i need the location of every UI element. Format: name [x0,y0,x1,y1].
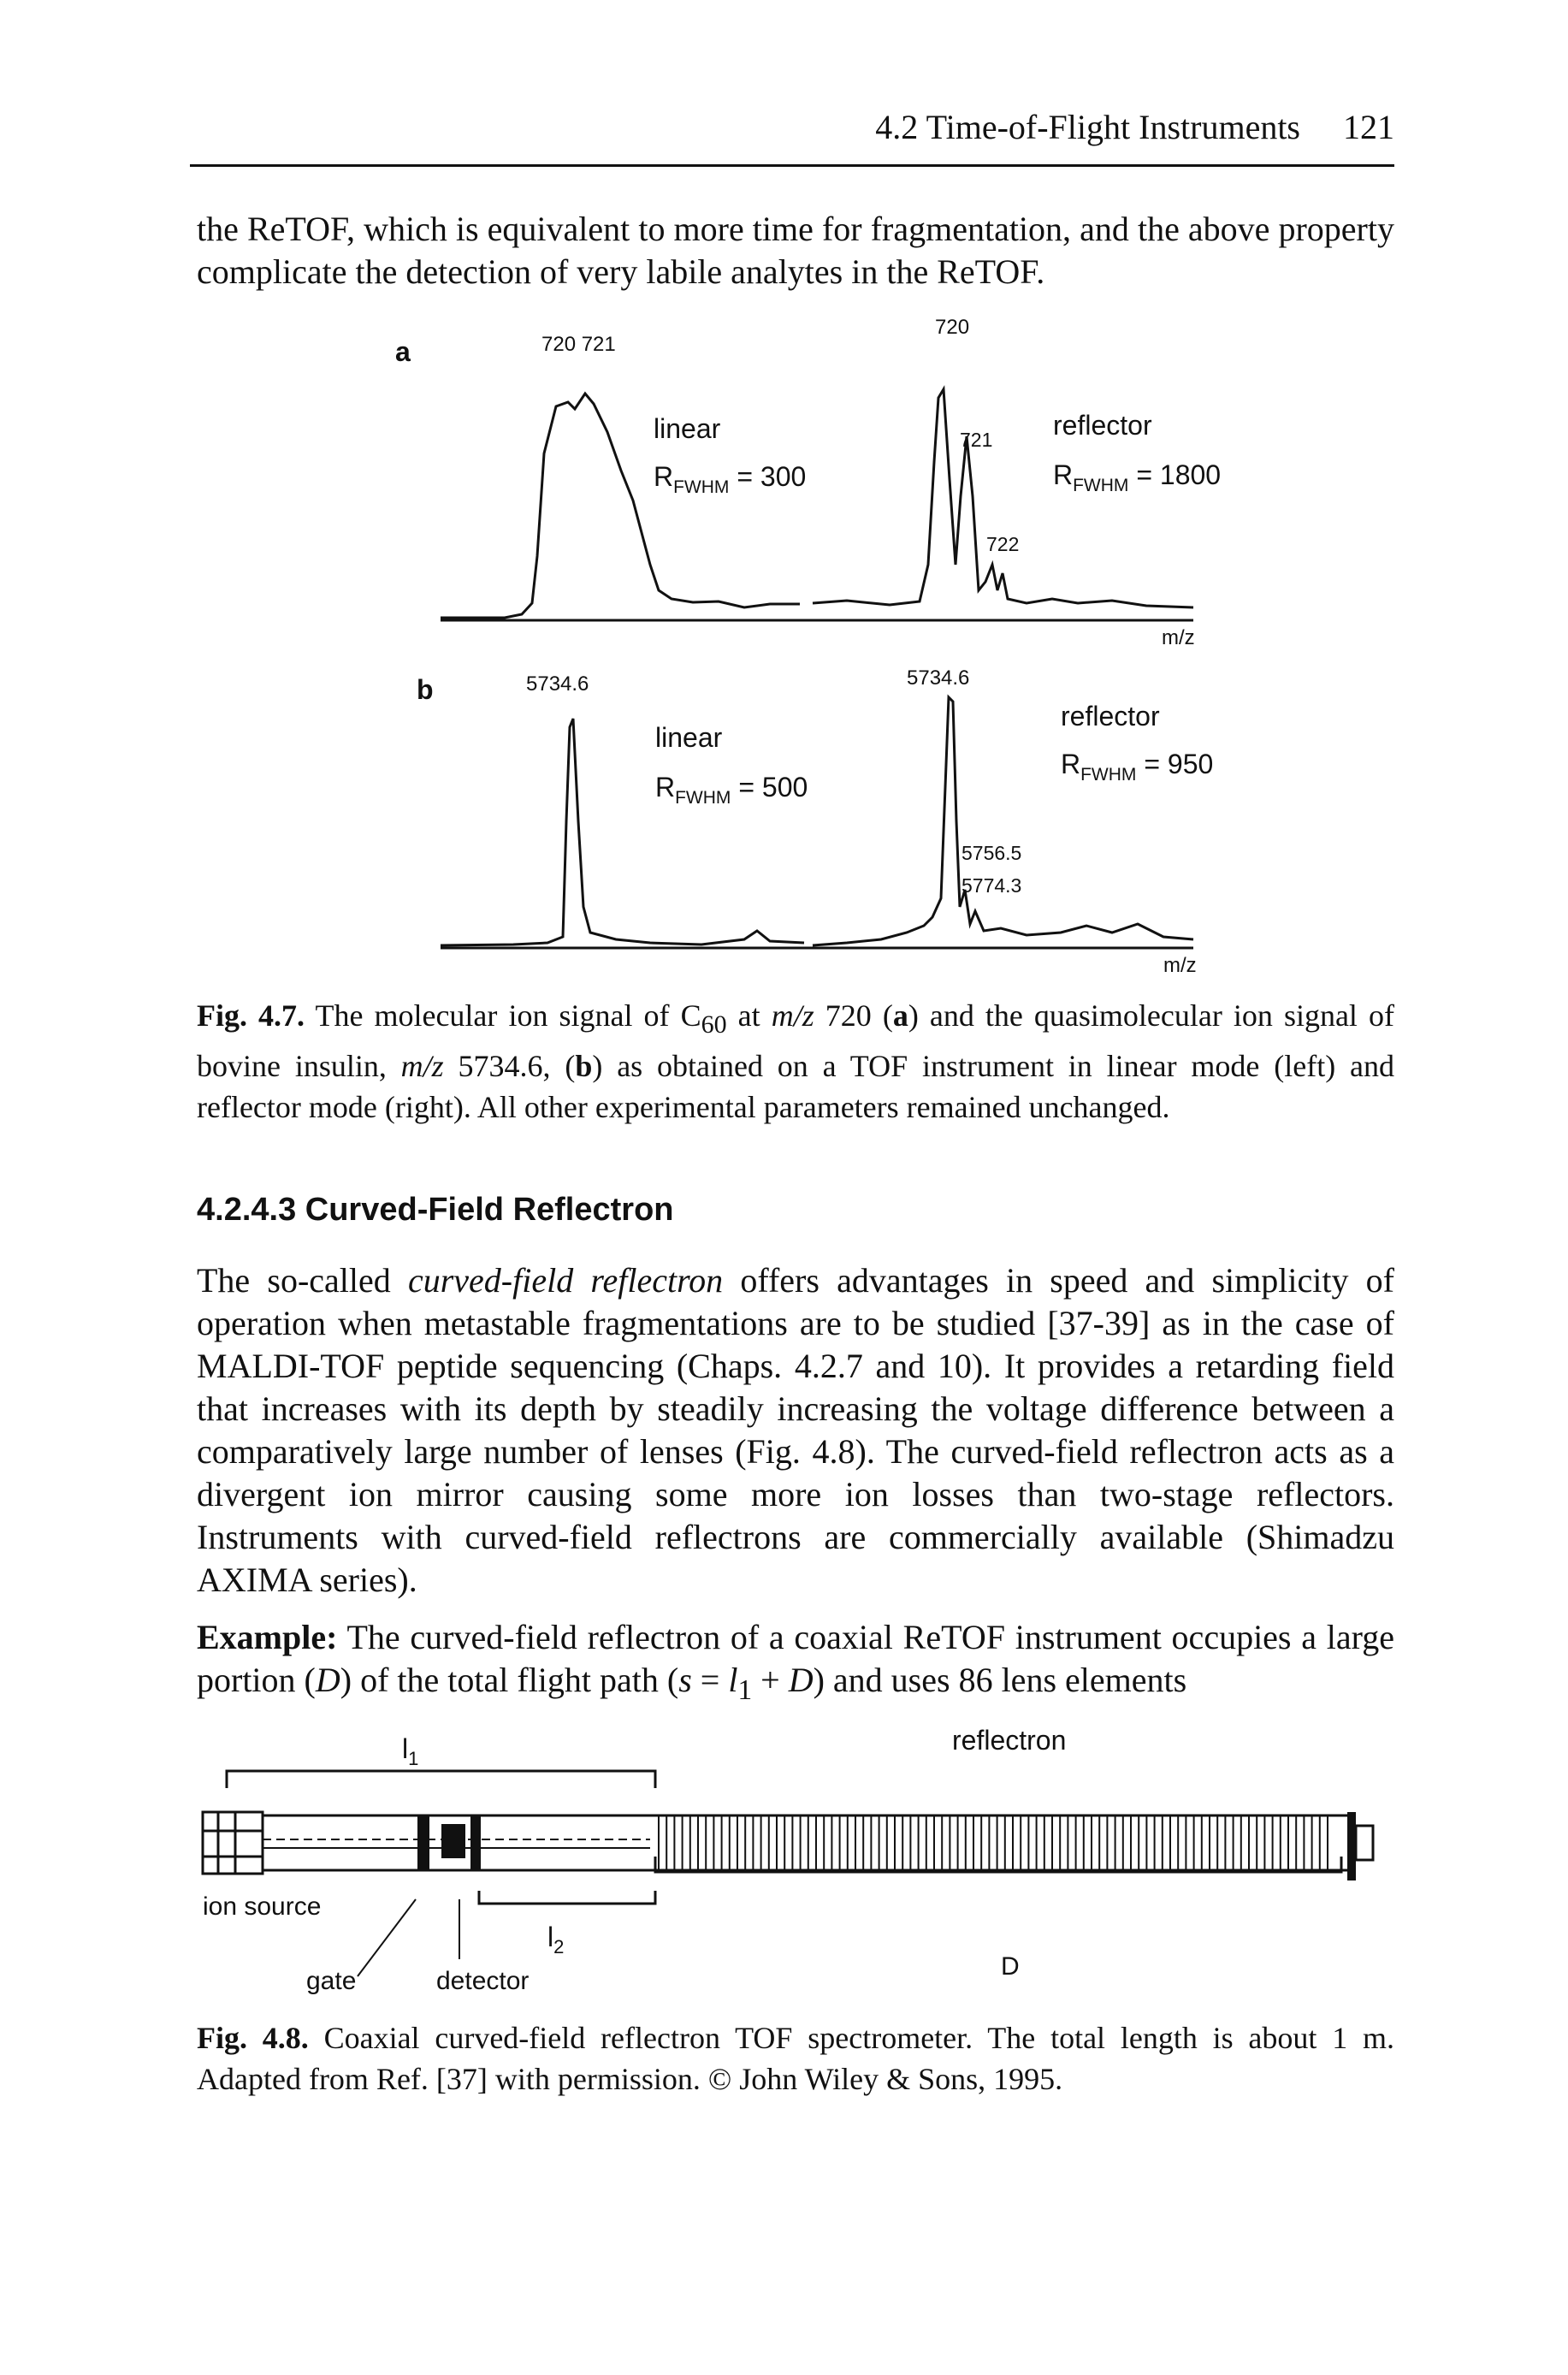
gate-label: gate [306,1967,356,1995]
panel-a-reflector-peak-main: 720 [935,316,969,339]
D-bracket [654,1857,1343,1874]
caption-mz: m/z [400,1049,444,1084]
caption-text: ) and the quasimolecular ion signal of b… [197,998,1394,1084]
body-text: The so-called [197,1261,408,1300]
panel-b-reflector-peak-3: 5774.3 [962,874,1021,897]
panel-a-linear-trace [441,391,800,619]
panel-a-axis-label: m/z [1162,626,1195,649]
panel-b-reflector-label: reflector [1061,701,1160,731]
caption-subscript: 60 [701,1010,727,1039]
caption-text: 720 ( [814,998,893,1033]
example-italic: D [315,1661,340,1699]
detector-label: detector [436,1967,529,1995]
reflectron-label: reflectron [952,1725,1066,1756]
body-paragraph: The so-called curved-field reflectron of… [197,1259,1394,1602]
figure-4-8-caption: Fig. 4.8. Coaxial curved-field reflectro… [197,2017,1394,2100]
example-subscript: 1 [737,1674,753,1706]
l2-bracket [477,1891,657,1905]
l2-label: l2 [547,1922,564,1957]
panel-a-linear-peaks: 720 721 [541,333,616,356]
caption-a: a [892,998,908,1033]
body-text: offers advantages in speed and simplicit… [197,1261,1395,1599]
figure-4-7-caption: Fig. 4.7. The molecular ion signal of C6… [197,995,1394,1128]
detector-element [441,1824,465,1858]
example-label: Example: [197,1618,338,1656]
panel-a-reflector-peak-3: 722 [986,533,1019,555]
figure-4-8: l1 reflectron l2 ion source gate detecto… [201,1725,1375,1995]
reflectron-lenses [658,1815,1328,1870]
gate-pointer [357,1898,417,1977]
panel-b-reflector-trace [812,694,1194,947]
caption-text: 5734.6, ( [443,1049,576,1084]
caption-text: ) as obtained on a TOF instrument in lin… [197,1049,1394,1125]
D-label: D [1001,1952,1020,1981]
l1-label: l1 [402,1733,418,1769]
figure-4-7: a 720 721 linear RFWHM = 300 720 721 722… [395,316,1221,975]
page-number: 121 [1343,108,1394,146]
panel-b-linear-label: linear [655,722,723,753]
reflectron-end-cap [1347,1812,1356,1880]
example-text: + [752,1661,789,1699]
panel-a-reflector-trace [812,385,1194,609]
panel-a-linear-label: linear [654,413,721,444]
caption-text: at [726,998,772,1033]
running-header: 4.2 Time-of-Flight Instruments 121 [0,107,1394,158]
ion-source-label: ion source [203,1892,321,1921]
panel-b-linear-trace [440,718,805,947]
example-italic: s [678,1661,692,1699]
caption-b: b [575,1049,593,1084]
example-paragraph: Example: The curved-field reflectron of … [197,1616,1394,1712]
l1-bracket [225,1769,657,1788]
example-text: ) of the total flight path ( [340,1661,679,1699]
panel-b-reflector-resolution: RFWHM = 950 [1061,749,1213,785]
section-title: 4.2 Time-of-Flight Instruments [875,108,1300,146]
section-heading: 4.2.4.3 Curved-Field Reflectron [197,1192,674,1228]
gate-element [417,1815,429,1870]
header-rule [190,164,1394,167]
example-text: = [691,1661,729,1699]
panel-a-reflector-label: reflector [1053,410,1152,441]
caption-label: Fig. 4.8. [197,2021,309,2055]
ion-source-block [201,1810,264,1875]
caption-label: Fig. 4.7. [197,998,305,1033]
panel-a-linear-resolution: RFWHM = 300 [654,461,806,497]
caption-text: The molecular ion signal of C [305,998,701,1033]
example-italic: l [728,1661,738,1699]
example-italic: D [788,1661,814,1699]
panel-b-reflector-peak-main: 5734.6 [907,666,969,690]
example-text: The curved-field reflectron of a coaxial… [197,1618,1394,1699]
panel-b-axis-label: m/z [1163,954,1197,975]
caption-mz: m/z [771,998,814,1033]
body-italic: curved-field reflectron [407,1261,724,1300]
panel-b-linear-resolution: RFWHM = 500 [655,772,808,808]
panel-b-linear-peak: 5734.6 [526,672,589,696]
panel-b-reflector-peak-2: 5756.5 [962,842,1021,864]
example-text: ) and uses 86 lens elements [813,1661,1187,1699]
caption-text: Coaxial curved-field reflectron TOF spec… [197,2021,1394,2096]
intro-paragraph: the ReTOF, which is equivalent to more t… [197,210,1394,291]
panel-b-label: b [417,674,434,705]
panel-a-reflector-resolution: RFWHM = 1800 [1053,459,1221,495]
panel-a-label: a [395,336,411,367]
